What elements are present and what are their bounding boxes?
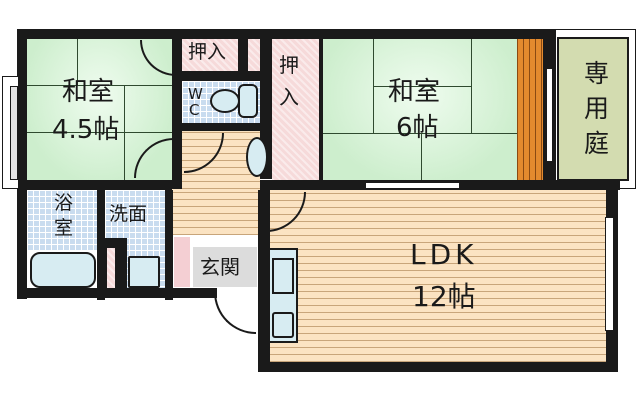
wall xyxy=(17,288,217,298)
room-name-garden-3: 庭 xyxy=(584,129,610,158)
room-name-garden-2: 用 xyxy=(584,94,610,123)
window-ldk-right xyxy=(605,217,614,331)
outer-wall-left xyxy=(17,29,27,299)
room-size-ldk: 12帖 xyxy=(412,280,476,313)
wall xyxy=(182,123,272,131)
bathtub-icon xyxy=(30,252,96,288)
room-name-oshiire-1: 押入 xyxy=(188,41,227,63)
room-oshiire-2 xyxy=(272,39,319,180)
room-size-washitsu-2: 6帖 xyxy=(396,113,439,143)
window-veranda xyxy=(546,68,553,162)
room-genkan xyxy=(193,247,257,287)
closet-strip xyxy=(248,39,260,71)
stove-icon xyxy=(272,312,294,338)
wall xyxy=(165,190,173,300)
shoe-cabinet xyxy=(174,237,190,287)
window-6-ldk xyxy=(365,182,460,189)
window-left-inner xyxy=(10,86,18,180)
kitchen-sink-icon xyxy=(272,258,294,294)
room-bath xyxy=(27,190,97,250)
wall xyxy=(172,29,182,189)
washing-machine-icon xyxy=(128,256,160,288)
wall xyxy=(258,190,270,372)
room-size-washitsu-1: 4.5帖 xyxy=(52,115,120,145)
room-washitsu-6 xyxy=(323,39,517,180)
room-name-garden-1: 専 xyxy=(584,59,610,88)
sink-icon xyxy=(246,137,268,177)
room-name-washitsu-2: 和室 xyxy=(388,77,441,107)
room-oshiire-1 xyxy=(182,39,238,71)
room-ldk xyxy=(270,190,606,362)
wall xyxy=(97,190,105,300)
room-name-ldk: LDK xyxy=(410,238,478,271)
hallway-lower xyxy=(172,189,260,235)
toilet-tank-icon xyxy=(238,84,258,118)
outer-wall-top xyxy=(17,29,555,39)
toilet-icon xyxy=(210,89,240,113)
entrance-door-swing xyxy=(214,292,256,334)
wall xyxy=(319,39,323,180)
room-name-genkan: 玄関 xyxy=(200,255,240,279)
closet-strip xyxy=(107,248,115,288)
room-washitsu-4-5 xyxy=(27,39,172,180)
room-name-bath-2: 室 xyxy=(54,217,74,239)
room-name-washitsu-1: 和室 xyxy=(62,77,115,107)
room-name-washroom: 洗面 xyxy=(109,203,148,225)
room-name-wc-w: W xyxy=(188,85,203,103)
room-name-oshiire-2-a: 押 xyxy=(279,53,299,77)
wall xyxy=(238,29,248,79)
veranda xyxy=(517,39,543,180)
wall xyxy=(17,180,185,190)
room-name-bath-1: 浴 xyxy=(54,192,74,214)
wall xyxy=(258,362,618,372)
room-name-wc-c: C xyxy=(189,101,200,119)
room-garden xyxy=(557,37,629,181)
wall xyxy=(182,71,272,81)
room-name-oshiire-2-b: 入 xyxy=(279,85,299,109)
